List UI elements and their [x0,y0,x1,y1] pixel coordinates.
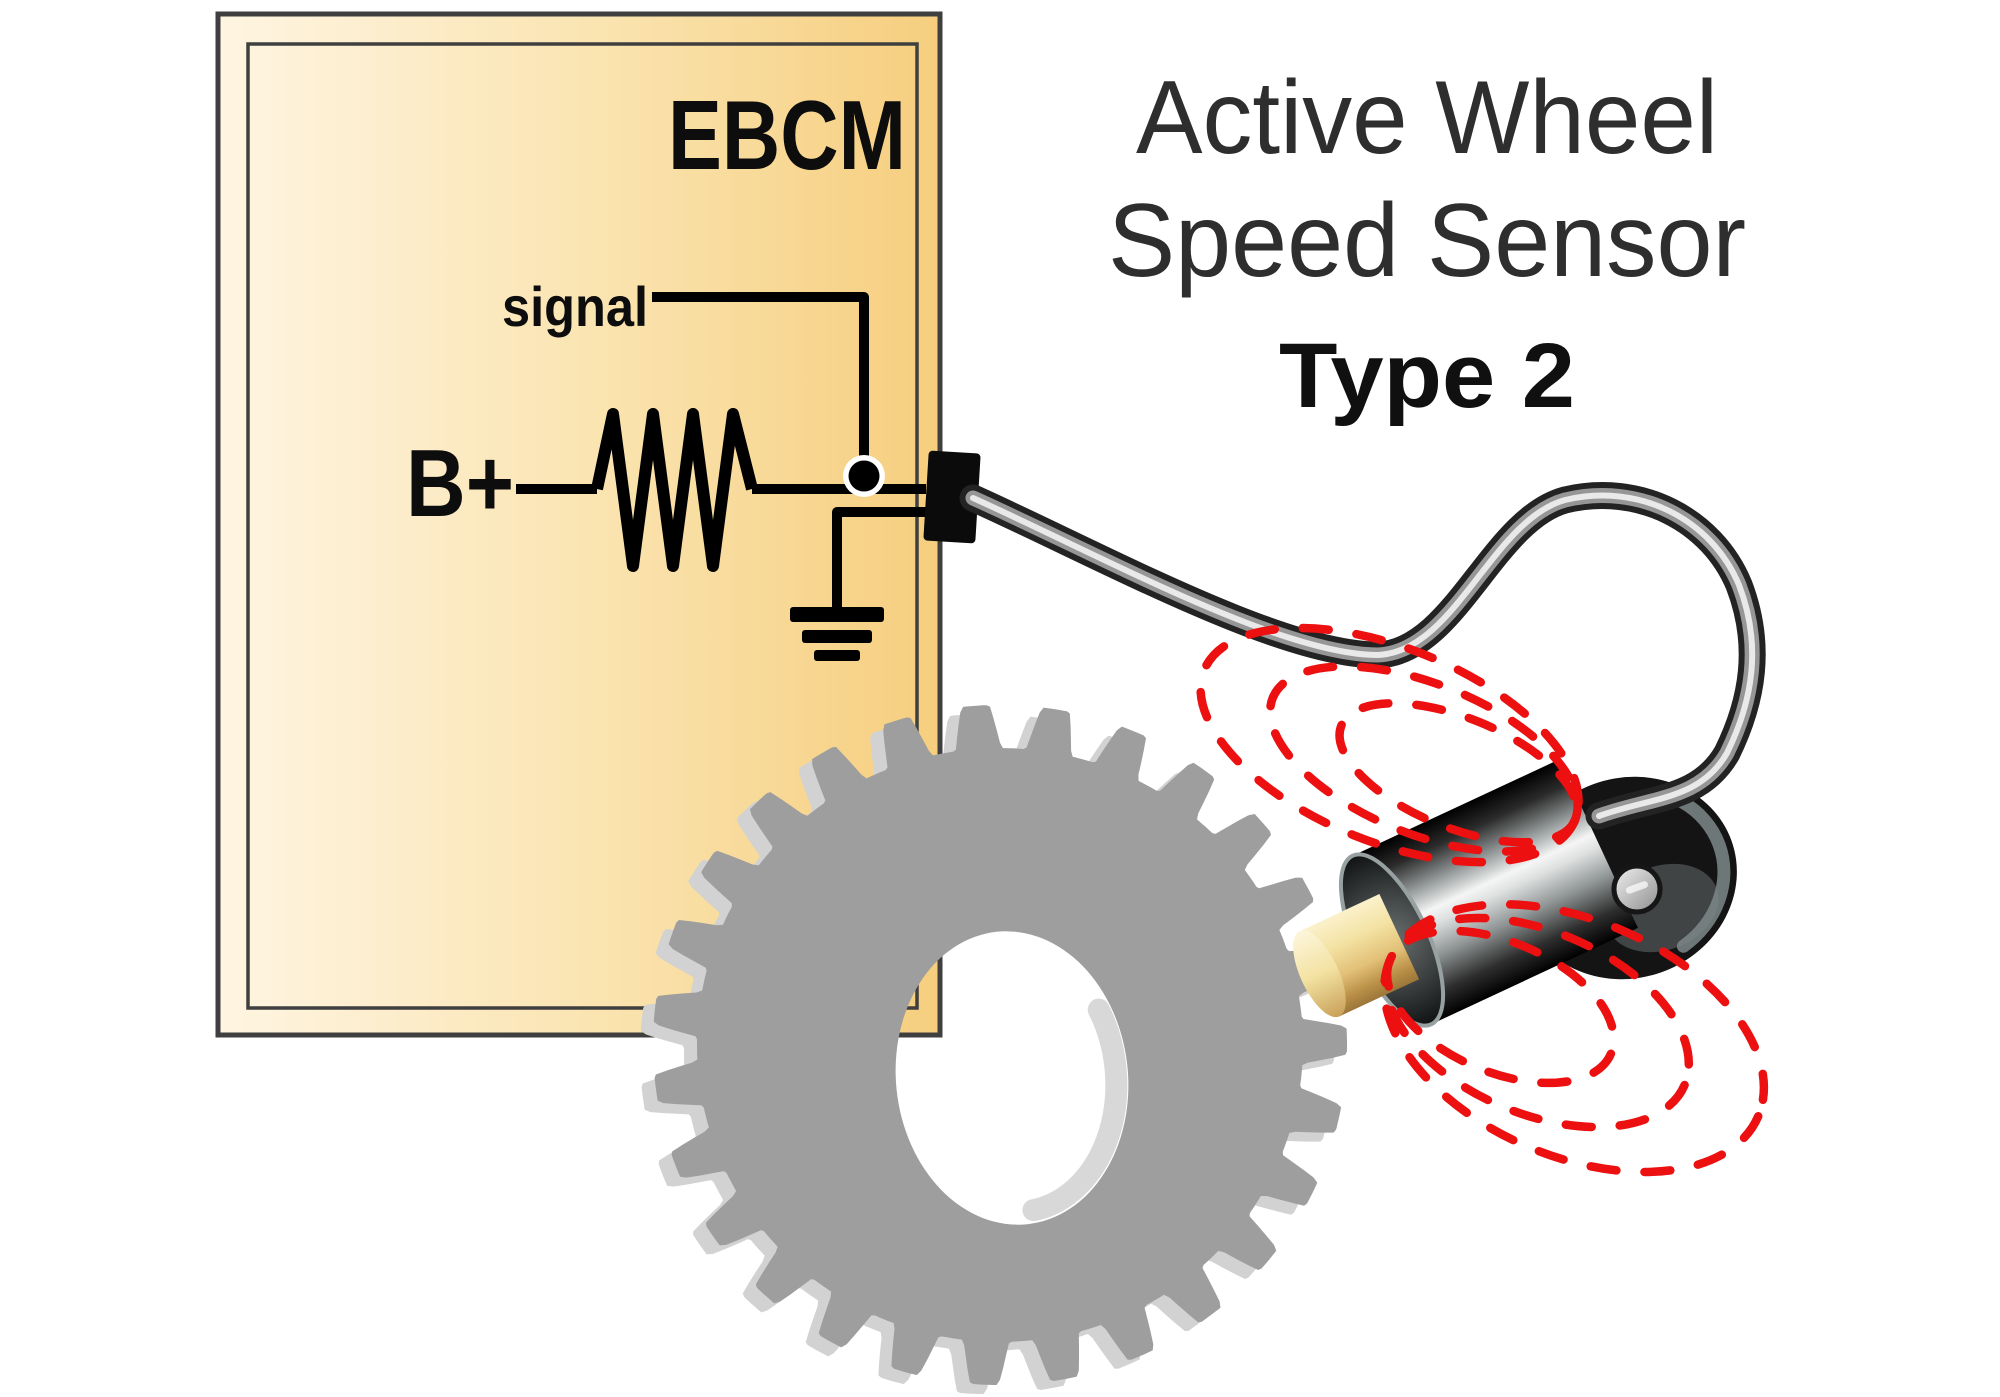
ground-wire [832,507,926,607]
gear-body [653,705,1347,1385]
bracket-edge-highlight [1525,783,1731,973]
bracket-bolt-hole [1611,863,1663,915]
ground-bar-1 [790,607,884,622]
sensor-tip-cap [1293,930,1346,1018]
title-line-2: Speed Sensor [1108,183,1746,299]
title-line-1: Active Wheel [1136,60,1718,176]
ground-bar-3 [814,650,860,661]
ground-bar-2 [802,630,872,643]
gear-hole-inner-wall [896,933,1128,1223]
sensor-cable [959,482,1766,830]
field-loops-upper [1196,623,1583,867]
ebcm-internal-circuit [516,292,926,607]
field-loops-lower [1380,900,1769,1177]
junction-dot [848,460,880,492]
bplus-label: B+ [406,430,514,537]
magnetic-field-lines [1196,623,1769,1177]
sensor-connector [923,450,981,544]
bolt-hole-glint [1625,881,1648,894]
title-block: Active Wheel Speed Sensor Type 2 [1108,60,1746,427]
field-loop-icon [1335,699,1582,847]
ebcm-label: EBCM [668,80,906,190]
field-loop-icon [1382,926,1619,1088]
signal-label: signal [502,275,648,338]
ebcm-inner-border [246,42,919,1010]
tone-wheel-gear [640,705,1347,1394]
ground-symbol [790,607,884,661]
pull-up-resistor [591,408,758,572]
signal-wire [652,292,869,468]
junction-node [843,455,885,497]
cable-highlight [970,492,1756,819]
title-line-3: Type 2 [1279,325,1575,427]
